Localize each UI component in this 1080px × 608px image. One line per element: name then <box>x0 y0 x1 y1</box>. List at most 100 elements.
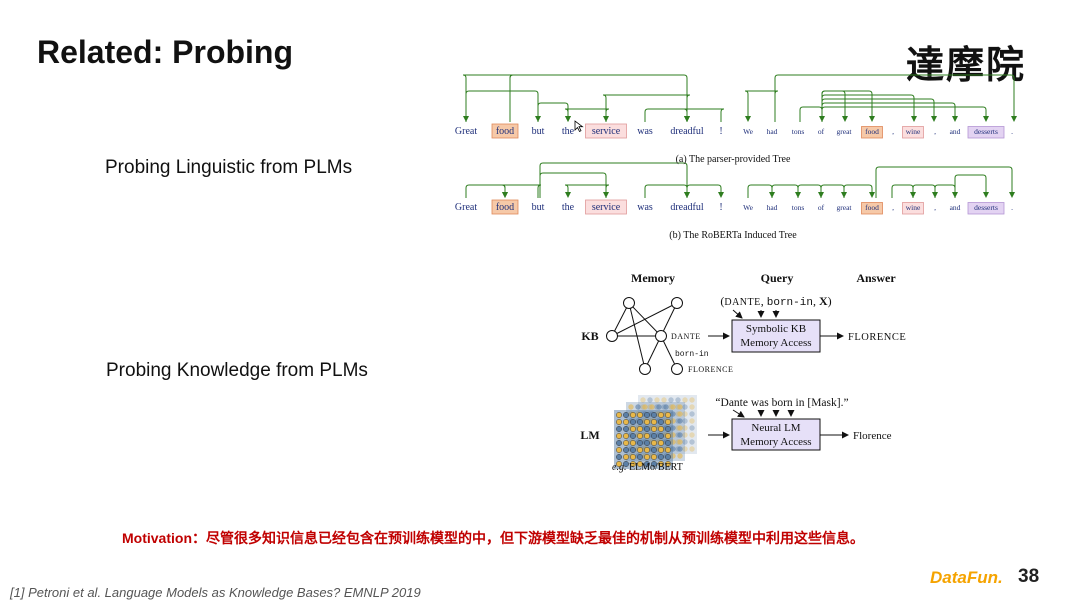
lm-answer: Florence <box>853 430 892 442</box>
tree-word: dreadful <box>670 202 704 213</box>
kb-node <box>671 297 683 309</box>
tree-word: of <box>818 127 825 136</box>
lm-grid-cell <box>663 404 669 410</box>
motivation-text: Motivation：尽管很多知识信息已经包含在预训练模型的中，但下游模型缺乏最… <box>122 530 864 546</box>
lm-grid-cell <box>616 426 622 432</box>
tree-word: but <box>532 126 545 137</box>
dependency-arc <box>797 184 824 198</box>
lm-grid-cell <box>665 454 671 460</box>
dependency-arc <box>771 184 801 198</box>
lm-grid-cell <box>658 447 664 453</box>
dependency-arc <box>501 184 542 198</box>
lm-grid-cell <box>644 426 650 432</box>
tree-word: had <box>767 127 778 136</box>
dependency-arc <box>934 184 958 198</box>
highlighted-word-box <box>902 202 924 215</box>
row-label-kb: KB <box>581 329 598 343</box>
tree-word: tons <box>792 203 805 212</box>
lm-grid-cell <box>682 418 688 424</box>
highlighted-word-box <box>967 202 1005 215</box>
row-label-lm: LM <box>580 428 599 442</box>
highlighted-word-box <box>491 123 519 139</box>
lm-grid-cell <box>656 404 662 410</box>
lm-grid-cell <box>644 461 650 467</box>
dependency-arc <box>602 94 691 122</box>
tree-word: wine <box>906 127 921 136</box>
dependency-arc <box>462 74 514 122</box>
lm-grid-cell <box>677 453 683 459</box>
lm-grid-cell <box>637 447 643 453</box>
tree-word: the <box>562 202 575 213</box>
lm-grid-cell <box>630 461 636 467</box>
lm-grid-cell <box>623 426 629 432</box>
lm-grid-cell <box>623 412 629 418</box>
tree-word: great <box>837 127 853 136</box>
lm-grid-cell <box>677 425 683 431</box>
lm-grid-cell <box>649 404 655 410</box>
tree-word: food <box>496 126 514 137</box>
highlighted-word-box <box>967 126 1005 139</box>
dependency-arc <box>821 90 875 122</box>
lm-grid-cell <box>630 447 636 453</box>
lm-grid-cell <box>665 440 671 446</box>
header-query: Query <box>761 271 794 285</box>
tree-word: wine <box>906 203 921 212</box>
dependency-arc <box>774 74 1017 122</box>
tree-word: , <box>934 127 936 136</box>
dependency-arc <box>843 184 875 198</box>
dependency-arc <box>820 184 847 198</box>
tree-word: We <box>743 127 753 136</box>
tree-word: had <box>767 203 778 212</box>
dependency-arc <box>912 184 938 198</box>
tree-word: and <box>950 127 961 136</box>
tree-word: . <box>1011 127 1013 136</box>
tree-word: dreadful <box>670 126 704 137</box>
lm-grid-cell <box>654 397 660 403</box>
caption-tree-b: (b) The RoBERTa Induced Tree <box>669 230 797 241</box>
tree-word: food <box>496 202 514 213</box>
lm-grid-cell <box>651 412 657 418</box>
tree-word: food <box>865 127 879 136</box>
tree-word: , <box>892 127 894 136</box>
lm-grid-cell <box>637 412 643 418</box>
highlighted-word-box <box>902 126 924 139</box>
lm-grid-cell <box>651 454 657 460</box>
lm-grid-cell <box>651 461 657 467</box>
lm-grid-cell <box>677 411 683 417</box>
lm-grid-cell <box>682 425 688 431</box>
lm-grid-cell <box>623 419 629 425</box>
lm-grid-cell <box>651 433 657 439</box>
lm-grid-cell <box>616 433 622 439</box>
tree-word: food <box>865 203 879 212</box>
lm-grid-cell <box>644 440 650 446</box>
tree-word: We <box>743 203 753 212</box>
highlighted-word-box <box>861 126 883 139</box>
tree-word: of <box>818 203 825 212</box>
highlighted-word-box <box>491 199 519 215</box>
lm-grid-cell <box>689 425 695 431</box>
lm-grid-cell <box>682 397 688 403</box>
lm-grid-cell <box>630 440 636 446</box>
lm-grid-cell <box>658 454 664 460</box>
lm-grid-cell <box>689 418 695 424</box>
lm-grid-cell <box>637 461 643 467</box>
dependency-arc <box>821 106 989 122</box>
tree-word: service <box>592 202 621 213</box>
dependency-arc <box>537 102 571 122</box>
tree-word: Great <box>455 126 477 137</box>
lm-grid-cell <box>644 433 650 439</box>
tree-word: was <box>637 202 653 213</box>
lm-grid-cell <box>616 447 622 453</box>
lm-grid-cell <box>658 461 664 467</box>
lm-grid-cell <box>637 419 643 425</box>
footnote-citation: [1] Petroni et al. Language Models as Kn… <box>10 585 421 600</box>
lm-query: “Dante was born in [Mask].” <box>715 397 848 409</box>
lm-grid-cell <box>616 461 622 467</box>
mouse-cursor-icon <box>574 120 584 133</box>
lm-grid-cell <box>623 454 629 460</box>
slide-title: Related: Probing <box>37 34 294 70</box>
lm-grid-cell <box>689 439 695 445</box>
lm-grid-cell <box>682 404 688 410</box>
